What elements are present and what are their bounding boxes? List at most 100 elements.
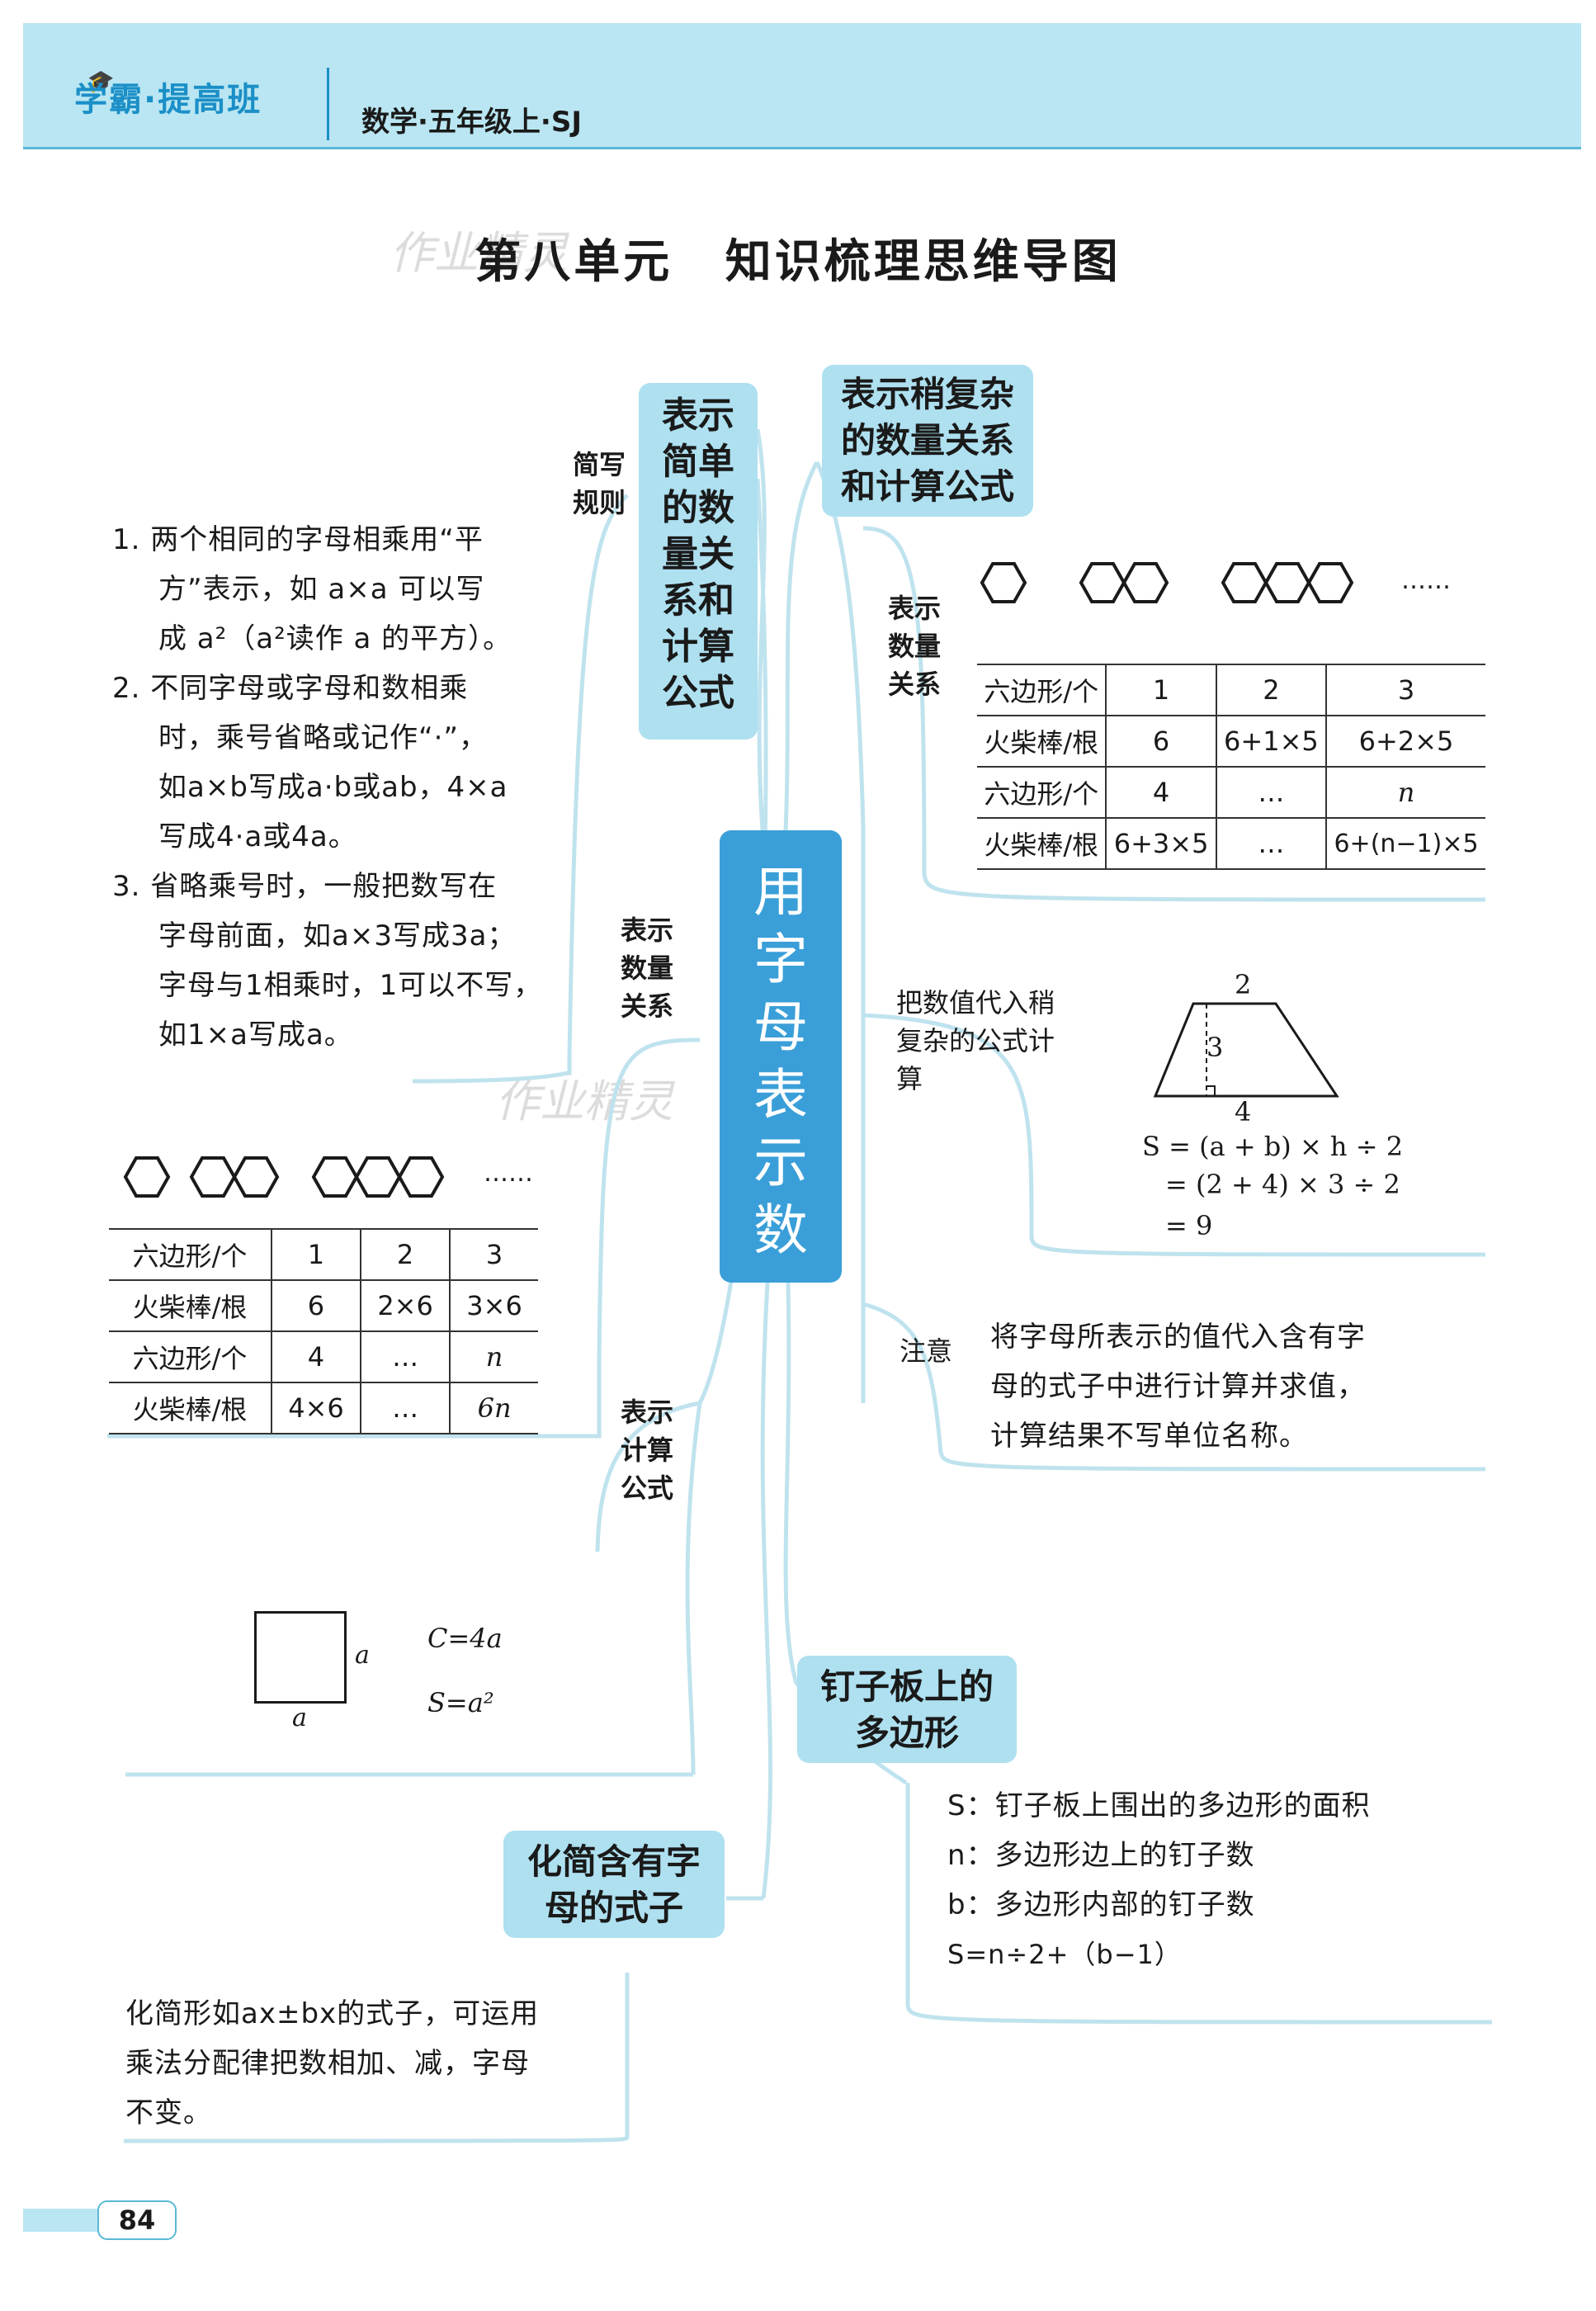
center-char: 数 (753, 1198, 808, 1262)
calc-line-3: = 9 (1165, 1210, 1213, 1241)
rules-list: 1. 两个相同的字母相乘用“平 方”表示，如 a×a 可以写 成 a²（a²读作… (112, 515, 574, 1060)
pegboard-line: n：多边形边上的钉子数 (947, 1839, 1255, 1872)
simplify-lines: 化简形如ax±bx的式子，可运用 乘法分配律把数相加、减，字母 不变。 (125, 1989, 621, 2138)
rule-line: 时，乘号省略或记作“·”， (158, 721, 489, 754)
page-number: 84 (97, 2200, 177, 2240)
trapezoid-top: 2 (1235, 969, 1252, 1000)
branch-simplify-title: 化简含有字母的式子 (505, 1832, 723, 1936)
cell: 火柴棒/根 (984, 829, 1099, 861)
page-title: 第八单元 知识梳理思维导图 (0, 224, 1596, 291)
cell: 六边形/个 (132, 1343, 248, 1374)
pegboard-line: S：钉子板上围出的多边形的面积 (947, 1789, 1371, 1822)
rule-line: 字母前面，如a×3写成3a； (158, 919, 517, 952)
page-header (23, 23, 1581, 149)
note-line: 将字母所表示的值代入含有字 (990, 1321, 1366, 1354)
square-side-right: a (355, 1641, 370, 1670)
trapezoid-bottom: 4 (1235, 1096, 1252, 1127)
rule-line: 如a×b写成a·b或ab，4×a (158, 771, 508, 804)
cell: 3 (1325, 664, 1485, 716)
center-char: 母 (753, 995, 808, 1059)
center-char: 示 (753, 1131, 808, 1194)
cell: 6+3×5 (1105, 818, 1216, 869)
square-side-bottom: a (292, 1704, 307, 1732)
brand-title: 学霸·提高班 (74, 81, 262, 119)
cell: 6+2×5 (1325, 716, 1485, 767)
pegboard-line: b：多边形内部的钉子数 (947, 1888, 1255, 1921)
rule-line: 成 a²（a²读作 a 的平方）。 (158, 622, 512, 655)
rule-3: 3. 省略乘号时，一般把数写在 字母前面，如a×3写成3a； 字母与1相乘时，1… (112, 862, 574, 1060)
branch-complex-title: 表示稍复杂的数量关系和计算公式 (824, 366, 1032, 515)
cell: 六边形/个 (132, 1241, 248, 1272)
cell: 3 (449, 1229, 538, 1280)
cell: 火柴棒/根 (132, 1394, 248, 1425)
center-char: 字 (753, 928, 808, 991)
simplify-line: 不变。 (125, 2096, 212, 2129)
rule-line: 1. 两个相同的字母相乘用“平 (112, 523, 484, 556)
calc-line-2: = (2 + 4) × 3 ÷ 2 (1165, 1169, 1400, 1200)
branch-pegboard-text: 钉子板上的多边形 (819, 1666, 994, 1753)
label-note: 注意 (900, 1335, 953, 1367)
hexagon-pattern-complex (980, 562, 1354, 603)
cell: 1 (270, 1229, 361, 1280)
cell: 6 (270, 1280, 361, 1331)
cell: 2×6 (360, 1280, 451, 1331)
formula-perimeter: C=4a (427, 1623, 503, 1654)
simplify-line: 乘法分配律把数相加、减，字母 (125, 2047, 530, 2080)
branch-simple-title: 表示简单的数量关系和计算公式 (640, 385, 756, 738)
cell: 6+1×5 (1215, 716, 1327, 767)
cell: 6 (1105, 716, 1216, 767)
cell: 六边形/个 (984, 676, 1099, 707)
title-text: 知识梳理思维导图 (725, 235, 1121, 289)
cell: 六边形/个 (984, 778, 1099, 810)
rule-line: 写成4·a或4a。 (158, 820, 357, 853)
cell: 2 (360, 1229, 451, 1280)
cell: … (1215, 818, 1327, 869)
cell: 6n (449, 1382, 538, 1434)
ellipsis-complex: …… (1401, 566, 1451, 595)
calc-line-1: S = (a + b) × h ÷ 2 (1142, 1131, 1404, 1162)
rule-line: 字母与1相乘时，1可以不写， (158, 969, 543, 1002)
label-rules: 简写规则 (573, 449, 626, 518)
rule-1: 1. 两个相同的字母相乘用“平 方”表示，如 a×a 可以写 成 a²（a²读作… (112, 515, 574, 664)
note-text: 将字母所表示的值代入含有字 母的式子中进行计算并求值， 计算结果不写单位名称。 (990, 1312, 1485, 1461)
center-char: 表 (753, 1063, 808, 1127)
branch-simple-text: 表示简单的数量关系和计算公式 (662, 395, 734, 714)
pegboard-lines: S：钉子板上围出的多边形的面积 n：多边形边上的钉子数 b：多边形内部的钉子数 … (947, 1781, 1476, 1979)
cell: … (360, 1382, 451, 1434)
cell: … (1215, 767, 1327, 818)
square-shape (254, 1611, 347, 1704)
branch-complex-text: 表示稍复杂的数量关系和计算公式 (840, 374, 1014, 507)
cell: 1 (1105, 664, 1216, 716)
rule-line: 2. 不同字母或字母和数相乘 (112, 672, 469, 705)
header-divider-icon (327, 68, 329, 140)
center-char: 用 (753, 860, 808, 924)
trapezoid-shape (1153, 1002, 1339, 1098)
rule-2: 2. 不同字母或字母和数相乘 时，乘号省略或记作“·”， 如a×b写成a·b或a… (112, 664, 574, 862)
label-complex-quantity: 表示数量关系 (888, 593, 942, 700)
graduation-cap-icon: 🎓 (87, 69, 115, 94)
note-line: 母的式子中进行计算并求值， (990, 1370, 1366, 1403)
subject-label: 数学·五年级上·SJ (361, 106, 582, 139)
unit-label: 第八单元 (475, 235, 673, 289)
cell: 4 (270, 1331, 361, 1382)
cell: 4 (1105, 767, 1216, 818)
cell: n (1325, 767, 1485, 818)
formula-area: S=a² (427, 1687, 494, 1718)
cell: 火柴棒/根 (132, 1292, 248, 1323)
rule-line: 方”表示，如 a×a 可以写 (158, 573, 485, 606)
cell: 4×6 (270, 1382, 361, 1434)
cell: … (360, 1331, 451, 1382)
pegboard-line: S=n÷2+（b−1） (947, 1939, 1182, 1970)
branch-simplify-text: 化简含有字母的式子 (526, 1841, 701, 1928)
note-line: 计算结果不写单位名称。 (990, 1420, 1308, 1453)
cell: 火柴棒/根 (984, 727, 1099, 759)
watermark: 作业精灵 (390, 227, 568, 279)
